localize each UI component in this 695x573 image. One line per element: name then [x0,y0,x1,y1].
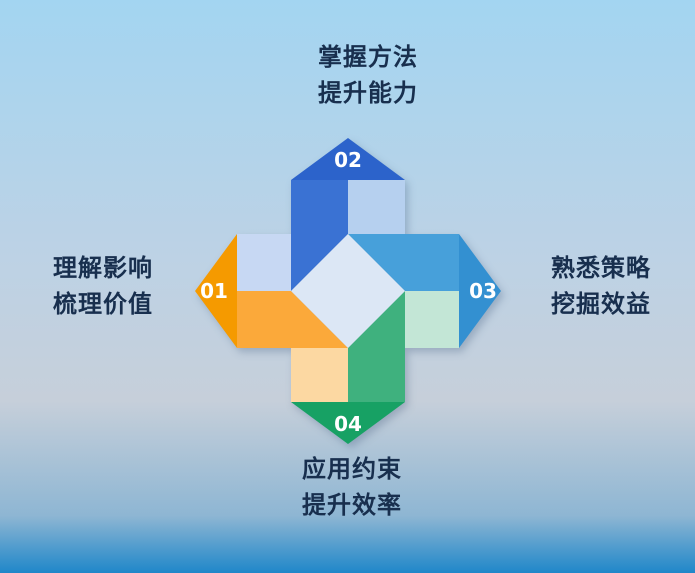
label-left-line2: 梳理价值 [53,290,153,318]
label-bottom: 应用约束 提升效率 [302,451,402,523]
arrow-down-group: 04 [291,291,405,444]
arrow-down-shaft [348,291,405,402]
label-left-line1: 理解影响 [53,254,153,282]
label-top-line1: 掌握方法 [318,43,418,71]
arrow-right-group: 03 [348,234,501,348]
arrow-down-tint [291,348,348,402]
center-diamond [291,234,405,348]
arrow-left-shaft [237,291,348,348]
arrow-left-tip [195,234,237,348]
arrow-left-tint [237,234,291,291]
arrow-right-tip [459,234,501,348]
label-top-line2: 提升能力 [318,79,418,107]
label-bottom-line1: 应用约束 [302,455,402,483]
arrow-up-number: 02 [334,148,362,172]
label-top: 掌握方法 提升能力 [318,39,418,111]
arrow-right-tint [405,291,459,348]
label-right-line2: 挖掘效益 [551,290,651,318]
arrow-up-group: 02 [291,138,405,291]
arrow-right-number: 03 [469,279,497,303]
arrow-up-shaft [291,180,348,291]
arrow-right-shaft [348,234,459,291]
label-right-line1: 熟悉策略 [551,254,651,282]
arrow-up-tip [291,138,405,180]
label-bottom-line2: 提升效率 [302,491,402,519]
arrow-up-tint [348,180,405,234]
label-left: 理解影响 梳理价值 [53,250,153,322]
arrow-down-number: 04 [334,412,362,436]
arrow-down-tip [291,402,405,444]
arrow-left-group: 01 [195,234,348,348]
arrow-left-number: 01 [200,279,228,303]
label-right: 熟悉策略 挖掘效益 [551,250,651,322]
